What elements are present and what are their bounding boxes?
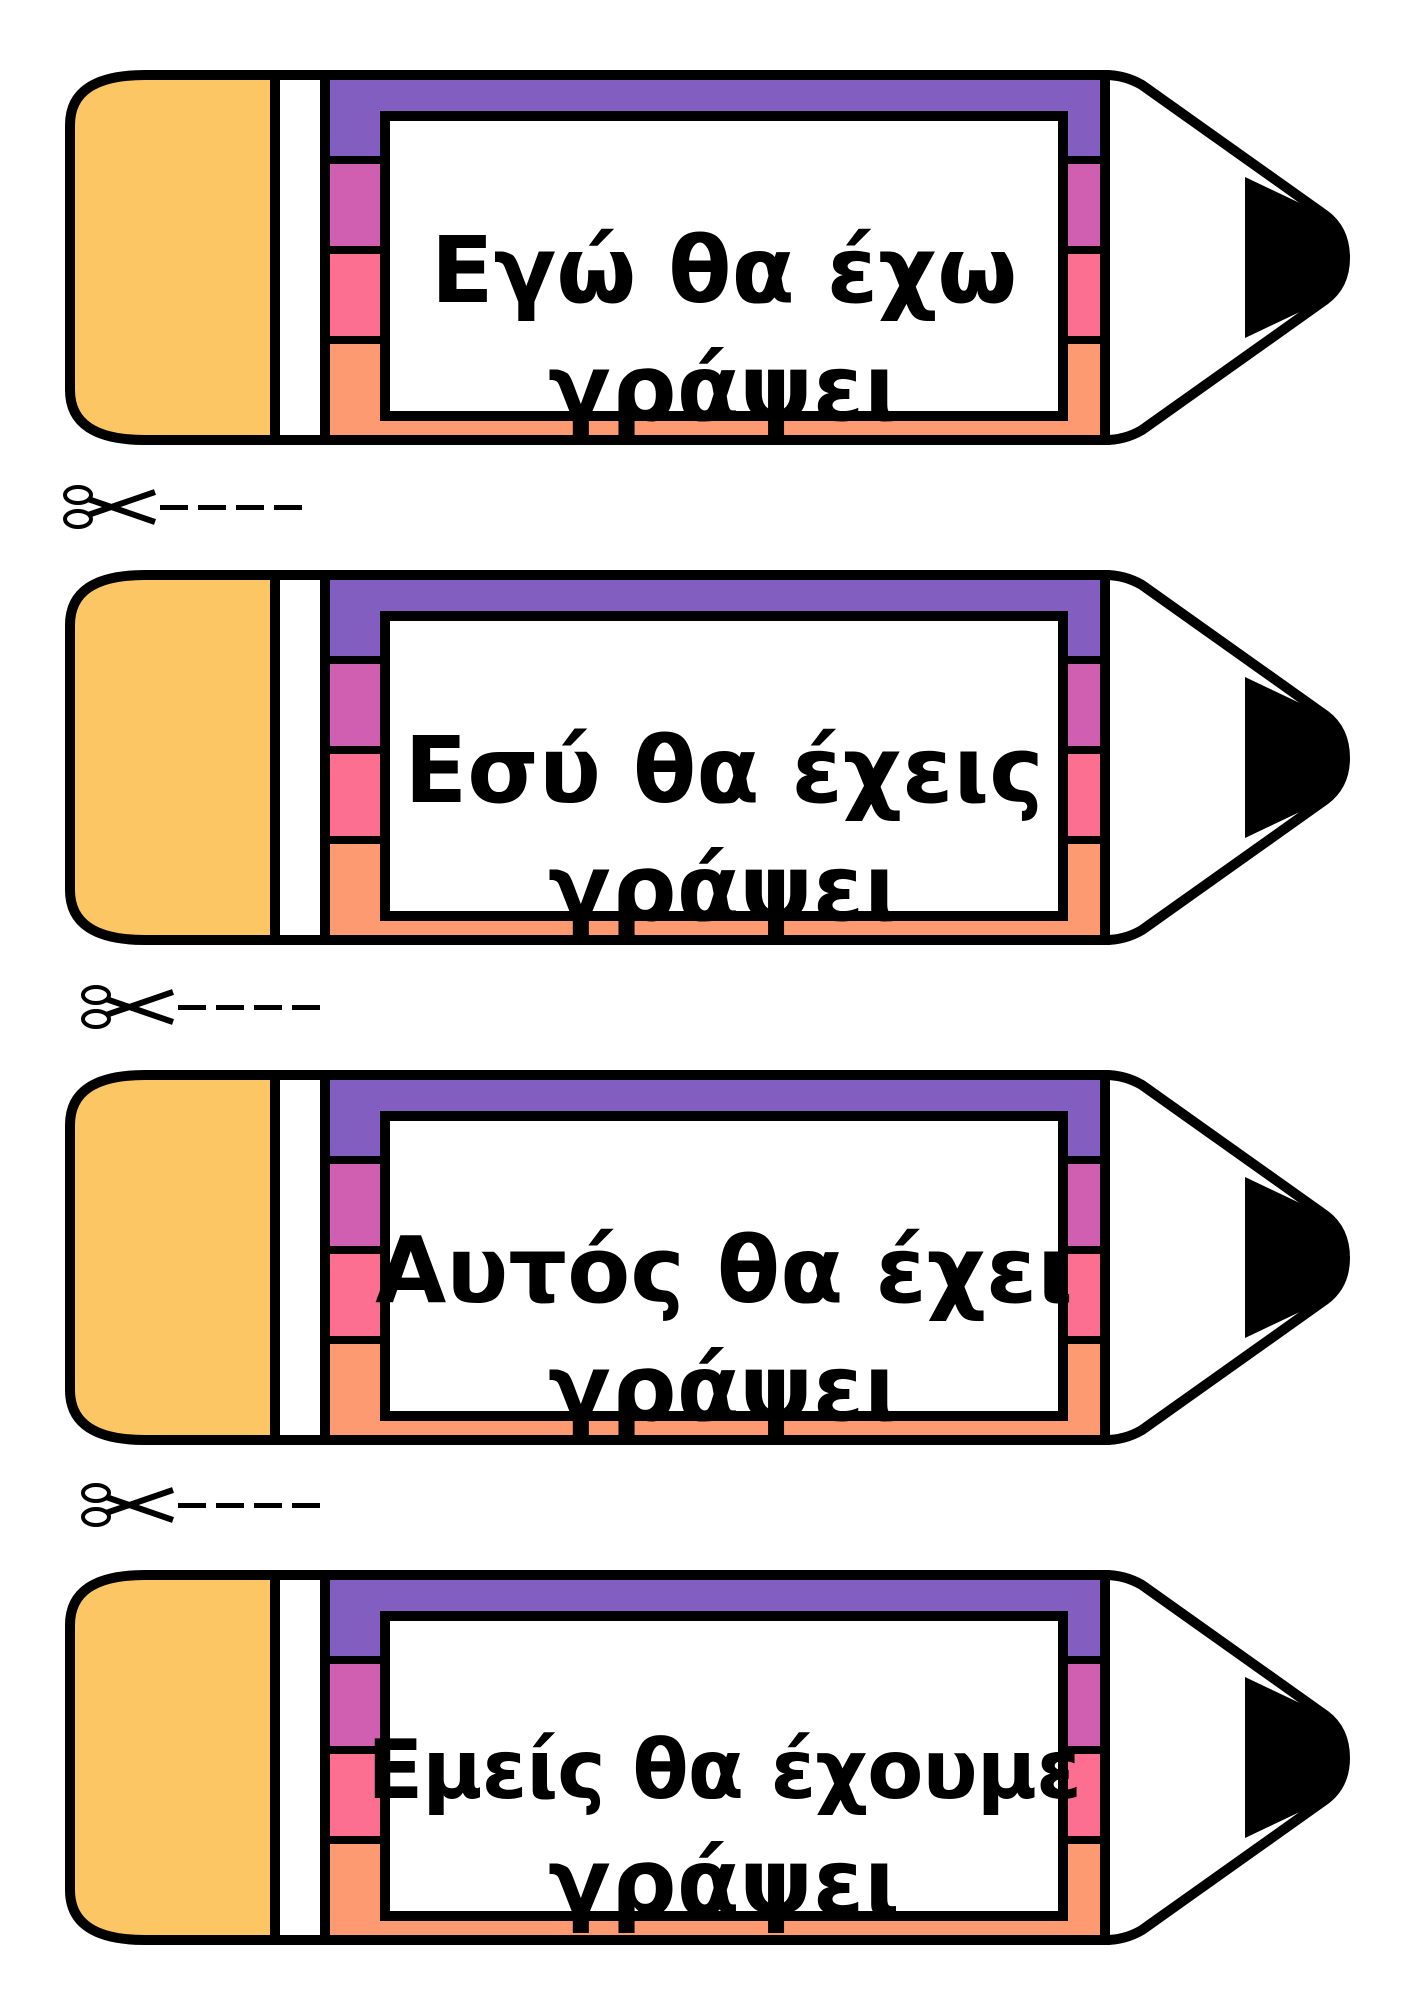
- label-line-1: Εσύ θα έχεις: [404, 717, 1044, 825]
- pencil-shape: [65, 570, 1351, 946]
- pencil-shape: [65, 1070, 1351, 1446]
- pencil-lead: [1245, 677, 1345, 838]
- pencil-lead: [1245, 177, 1345, 338]
- pencil-illustration: [65, 1570, 1351, 1946]
- label-line-1: Αυτός θα έχει: [375, 1217, 1073, 1325]
- label-frame: [380, 611, 1068, 921]
- ferrule-band: [270, 70, 330, 445]
- pencil-lead: [1245, 1177, 1345, 1338]
- cut-line-3: [81, 1483, 320, 1527]
- pencil-shape: [65, 1570, 1351, 1946]
- pencil-shape: [65, 70, 1351, 446]
- pencil-label: Εγώ θα έχω γράψει: [392, 186, 1056, 474]
- scissors-icon: [81, 985, 174, 1029]
- ferrule-band: [270, 570, 330, 945]
- scissors-icon: [63, 485, 156, 529]
- cut-line-2: [81, 985, 320, 1029]
- pencil-label: Εμείς θα έχουμε γράψει: [367, 1686, 1082, 1974]
- eraser: [65, 570, 280, 945]
- pencil-lead: [1245, 1677, 1345, 1838]
- pencil-illustration: [65, 70, 1351, 446]
- ferrule-band: [270, 1070, 330, 1445]
- label-frame: [380, 1111, 1068, 1421]
- label-frame: [380, 1611, 1068, 1921]
- eraser: [65, 70, 280, 445]
- pencil-label: Εσύ θα έχεις γράψει: [392, 686, 1056, 974]
- pencil-label: Αυτός θα έχει γράψει: [375, 1186, 1073, 1474]
- label-line-1: Εγώ θα έχω: [430, 217, 1018, 325]
- pencil-card-2: Εσύ θα έχεις γράψει: [0, 570, 1414, 970]
- dashed-cut-line: [178, 1005, 320, 1010]
- eraser: [65, 1070, 280, 1445]
- ferrule-band: [270, 1570, 330, 1945]
- label-line-2: γράψει: [548, 1335, 900, 1442]
- pencil-card-4: Εμείς θα έχουμε γράψει: [0, 1570, 1414, 1970]
- label-line-2: γράψει: [548, 835, 900, 942]
- pencil-card-1: Εγώ θα έχω γράψει: [0, 70, 1414, 470]
- label-frame: [380, 111, 1068, 421]
- eraser: [65, 1570, 280, 1945]
- dashed-cut-line: [178, 1503, 320, 1508]
- label-line-2: γράψει: [548, 335, 900, 442]
- label-line-1: Εμείς θα έχουμε: [367, 1722, 1082, 1818]
- dashed-cut-line: [160, 505, 302, 510]
- label-line-2: γράψει: [548, 1828, 900, 1936]
- pencil-card-3: Αυτός θα έχει γράψει: [0, 1070, 1414, 1470]
- pencil-illustration: [65, 1070, 1351, 1446]
- scissors-icon: [81, 1483, 174, 1527]
- cut-line-1: [63, 485, 302, 529]
- pencil-illustration: [65, 570, 1351, 946]
